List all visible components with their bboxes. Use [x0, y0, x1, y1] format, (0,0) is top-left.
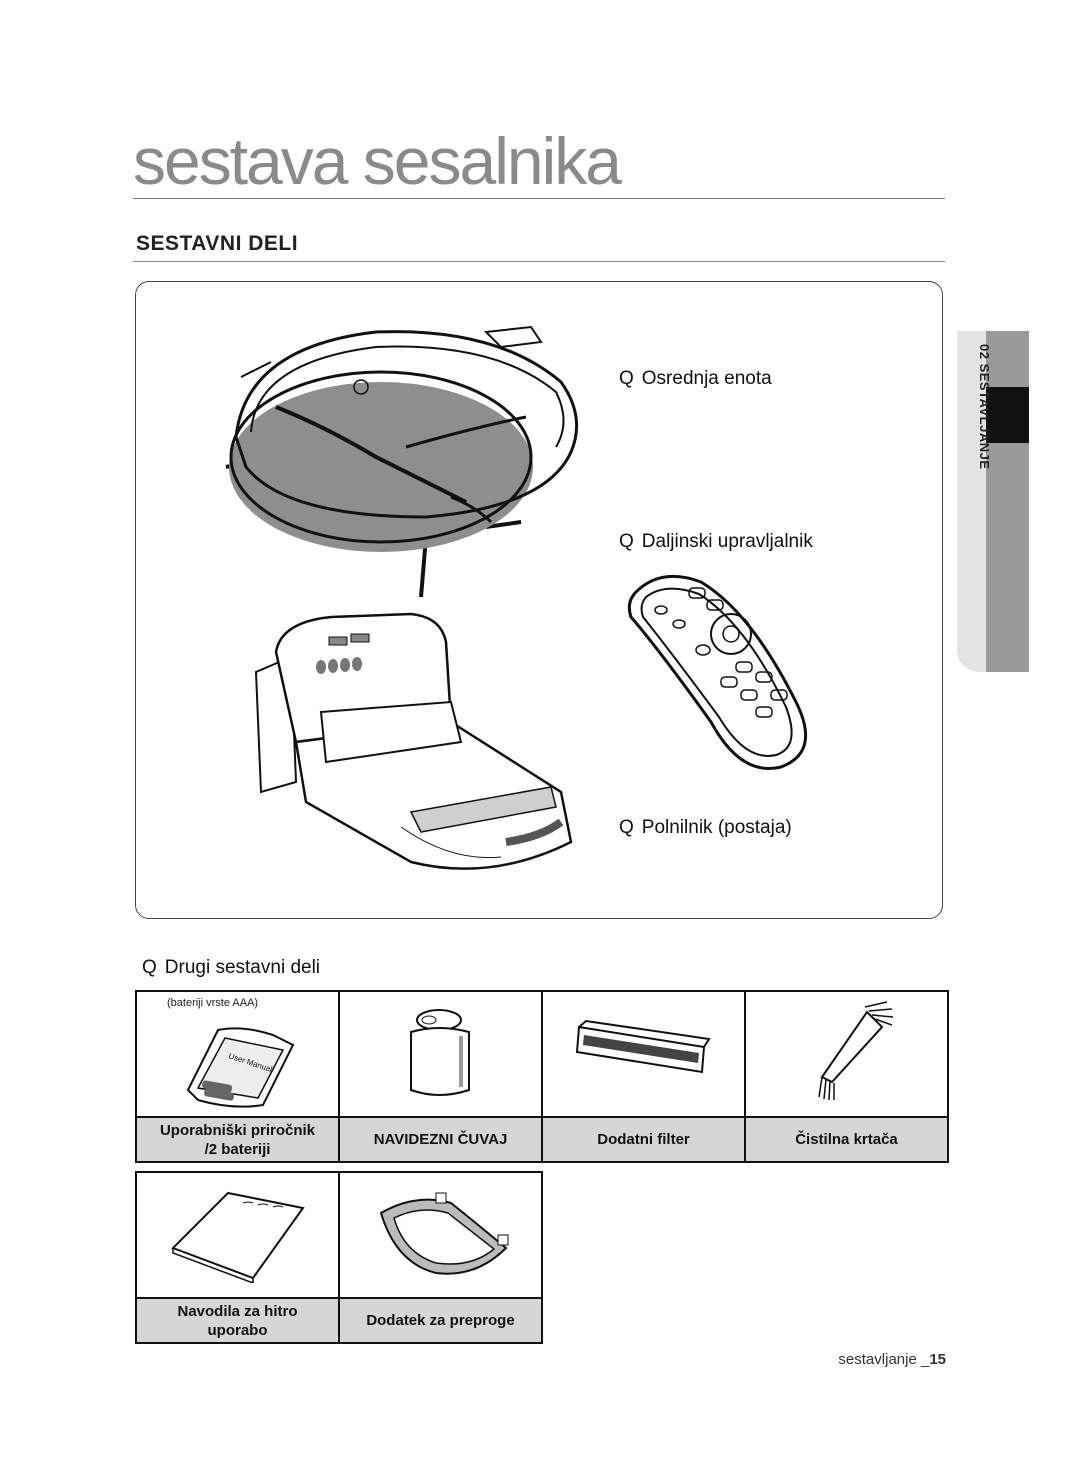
chapter-tab-marker	[986, 387, 1029, 443]
page-number: 15	[929, 1351, 946, 1368]
robot-vacuum-icon	[225, 325, 579, 597]
remote-control-icon	[627, 574, 808, 770]
cleaning-brush-icon	[817, 1000, 893, 1100]
chapter-tab-band	[986, 331, 1029, 672]
cleaning-brush-image	[744, 990, 949, 1118]
charging-station-icon	[254, 612, 573, 870]
quick-guide-icon	[170, 1191, 305, 1284]
battery-note: (bateriji vrste AAA)	[167, 997, 259, 1009]
chapter-tab-label: 02 SESTAVLJANJE	[977, 344, 992, 470]
cleaning-brush-caption: Čistilna krtača	[744, 1116, 949, 1163]
filter-icon	[575, 1019, 711, 1073]
carpet-attachment-icon	[379, 1192, 508, 1275]
virtual-guard-caption: NAVIDEZNI ČUVAJ	[338, 1116, 543, 1163]
manual-batteries-image: (bateriji vrste AAA) User Manual	[135, 990, 340, 1118]
section-divider	[133, 261, 945, 262]
title-divider	[133, 198, 945, 199]
quick-guide-image	[135, 1171, 340, 1299]
section-heading: SESTAVNI DELI	[136, 232, 299, 255]
manual-and-batteries-icon: User Manual	[186, 1026, 294, 1108]
filter-caption: Dodatni filter	[541, 1116, 746, 1163]
carpet-attachment-caption: Dodatek za preproge	[338, 1297, 543, 1344]
page-footer: sestavljanje _15	[838, 1351, 946, 1368]
page-title: sestava sesalnika	[133, 124, 622, 198]
filter-image	[541, 990, 746, 1118]
virtual-guard-icon	[409, 1008, 470, 1096]
parts-table-1: (bateriji vrste AAA) User Manual	[135, 990, 949, 1163]
virtual-guard-image	[338, 990, 543, 1118]
manual-batteries-caption: Uporabniški priročnik/2 bateriji	[135, 1116, 340, 1163]
carpet-attachment-image	[338, 1171, 543, 1299]
